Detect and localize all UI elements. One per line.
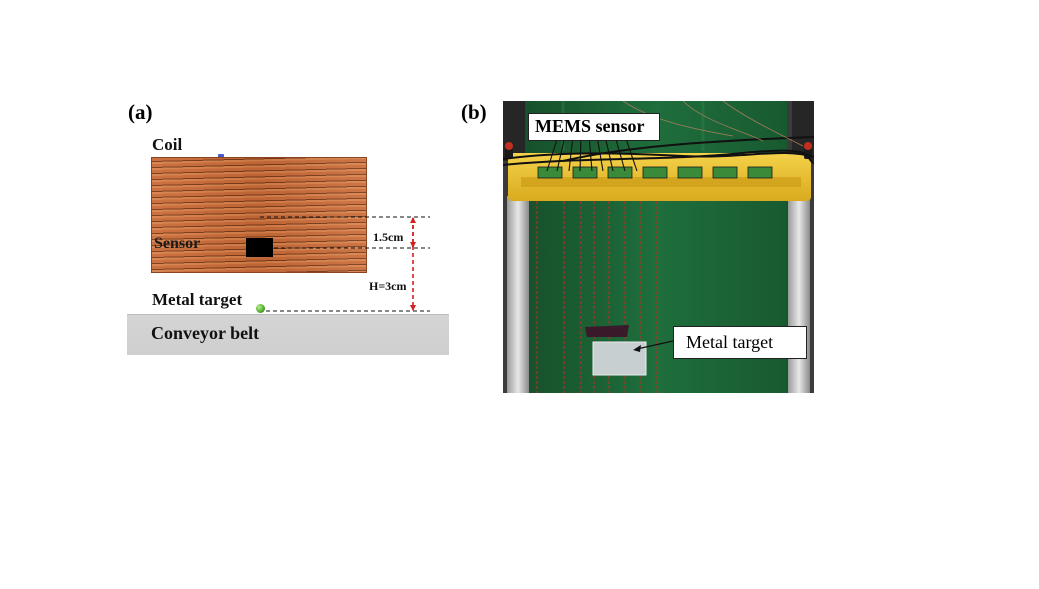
coil-label: Coil — [152, 135, 183, 154]
mems-sensor-callout: MEMS sensor — [528, 113, 660, 141]
right-rail — [788, 196, 810, 393]
metal-target-ball — [256, 304, 265, 313]
conveyor-belt — [127, 314, 449, 355]
coil-terminal — [218, 154, 224, 158]
target-arrow-line — [636, 340, 674, 350]
metal-target-callout: Metal target — [673, 326, 807, 359]
sensor-label: Sensor — [154, 235, 201, 252]
photo-metal-target — [592, 341, 647, 376]
target-tape — [585, 325, 629, 337]
left-rail — [507, 196, 529, 393]
dim-label-large: H=3cm — [369, 279, 407, 293]
mems-leader-lines — [546, 135, 638, 172]
panel-a-label: (a) — [128, 100, 153, 124]
conveyor-belt-label: Conveyor belt — [151, 323, 260, 343]
dim-label-small: 1.5cm — [373, 230, 404, 244]
panel-b-label: (b) — [461, 100, 487, 124]
sensor-chip — [246, 238, 273, 257]
metal-target-label: Metal target — [152, 290, 243, 309]
